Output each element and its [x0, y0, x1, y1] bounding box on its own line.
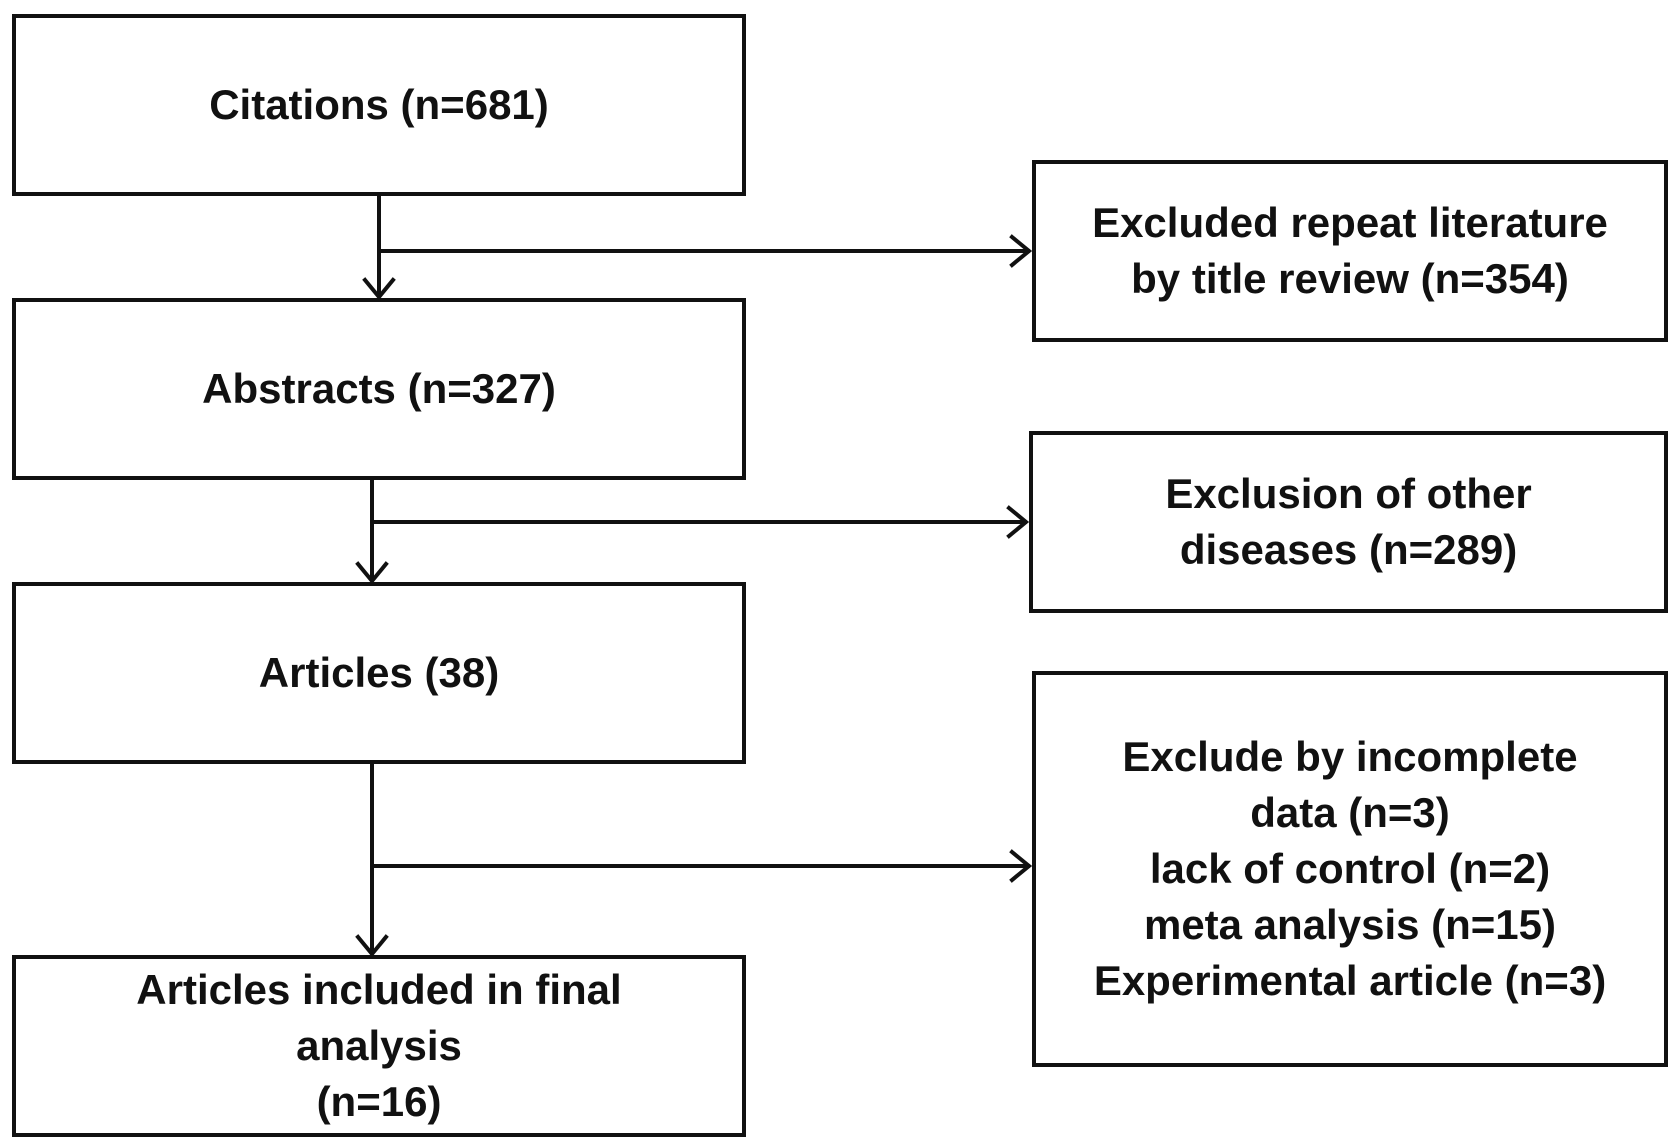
excluded-other-reasons-box: Exclude by incomplete data (n=3) lack of… — [1032, 671, 1668, 1067]
final-analysis-line-1: Articles included in final — [136, 966, 622, 1013]
arrowhead-abstracts-to-articles — [355, 561, 389, 585]
excluded-other-diseases-line-2: diseases (n=289) — [1179, 526, 1518, 573]
citations-box: Citations (n=681) — [12, 14, 746, 196]
final-analysis-box: Articles included in final analysis (n=1… — [12, 955, 746, 1137]
excluded-title-review-box: Excluded repeat literature by title revi… — [1032, 160, 1668, 342]
excluded-lack-of-control: lack of control (n=2) — [1149, 845, 1551, 892]
abstracts-box: Abstracts (n=327) — [12, 298, 746, 480]
final-analysis-line-2: analysis — [296, 1022, 462, 1069]
excluded-other-diseases-box: Exclusion of other diseases (n=289) — [1029, 431, 1668, 613]
excluded-meta-analysis: meta analysis (n=15) — [1143, 901, 1557, 948]
excluded-title-review-line-2: by title review (n=354) — [1131, 255, 1569, 302]
arrowhead-to-excluded-other-reasons — [1009, 849, 1033, 883]
citations-label: Citations (n=681) — [209, 81, 549, 128]
final-analysis-line-3: (n=16) — [316, 1078, 442, 1125]
articles-box: Articles (38) — [12, 582, 746, 764]
excluded-title-review-line-1: Excluded repeat literature — [1092, 199, 1608, 246]
arrowhead-to-excluded-title-review — [1009, 234, 1033, 268]
excluded-incomplete-line-1: Exclude by incomplete — [1122, 733, 1578, 780]
arrowhead-citations-to-abstracts — [362, 277, 396, 301]
arrowhead-to-excluded-other-diseases — [1006, 505, 1030, 539]
articles-label: Articles (38) — [258, 649, 500, 696]
excluded-other-diseases-line-1: Exclusion of other — [1165, 470, 1532, 517]
arrowhead-articles-to-final — [355, 934, 389, 958]
excluded-incomplete-line-2: data (n=3) — [1250, 789, 1450, 836]
abstracts-label: Abstracts (n=327) — [202, 365, 556, 412]
excluded-experimental-article: Experimental article (n=3) — [1093, 957, 1607, 1004]
